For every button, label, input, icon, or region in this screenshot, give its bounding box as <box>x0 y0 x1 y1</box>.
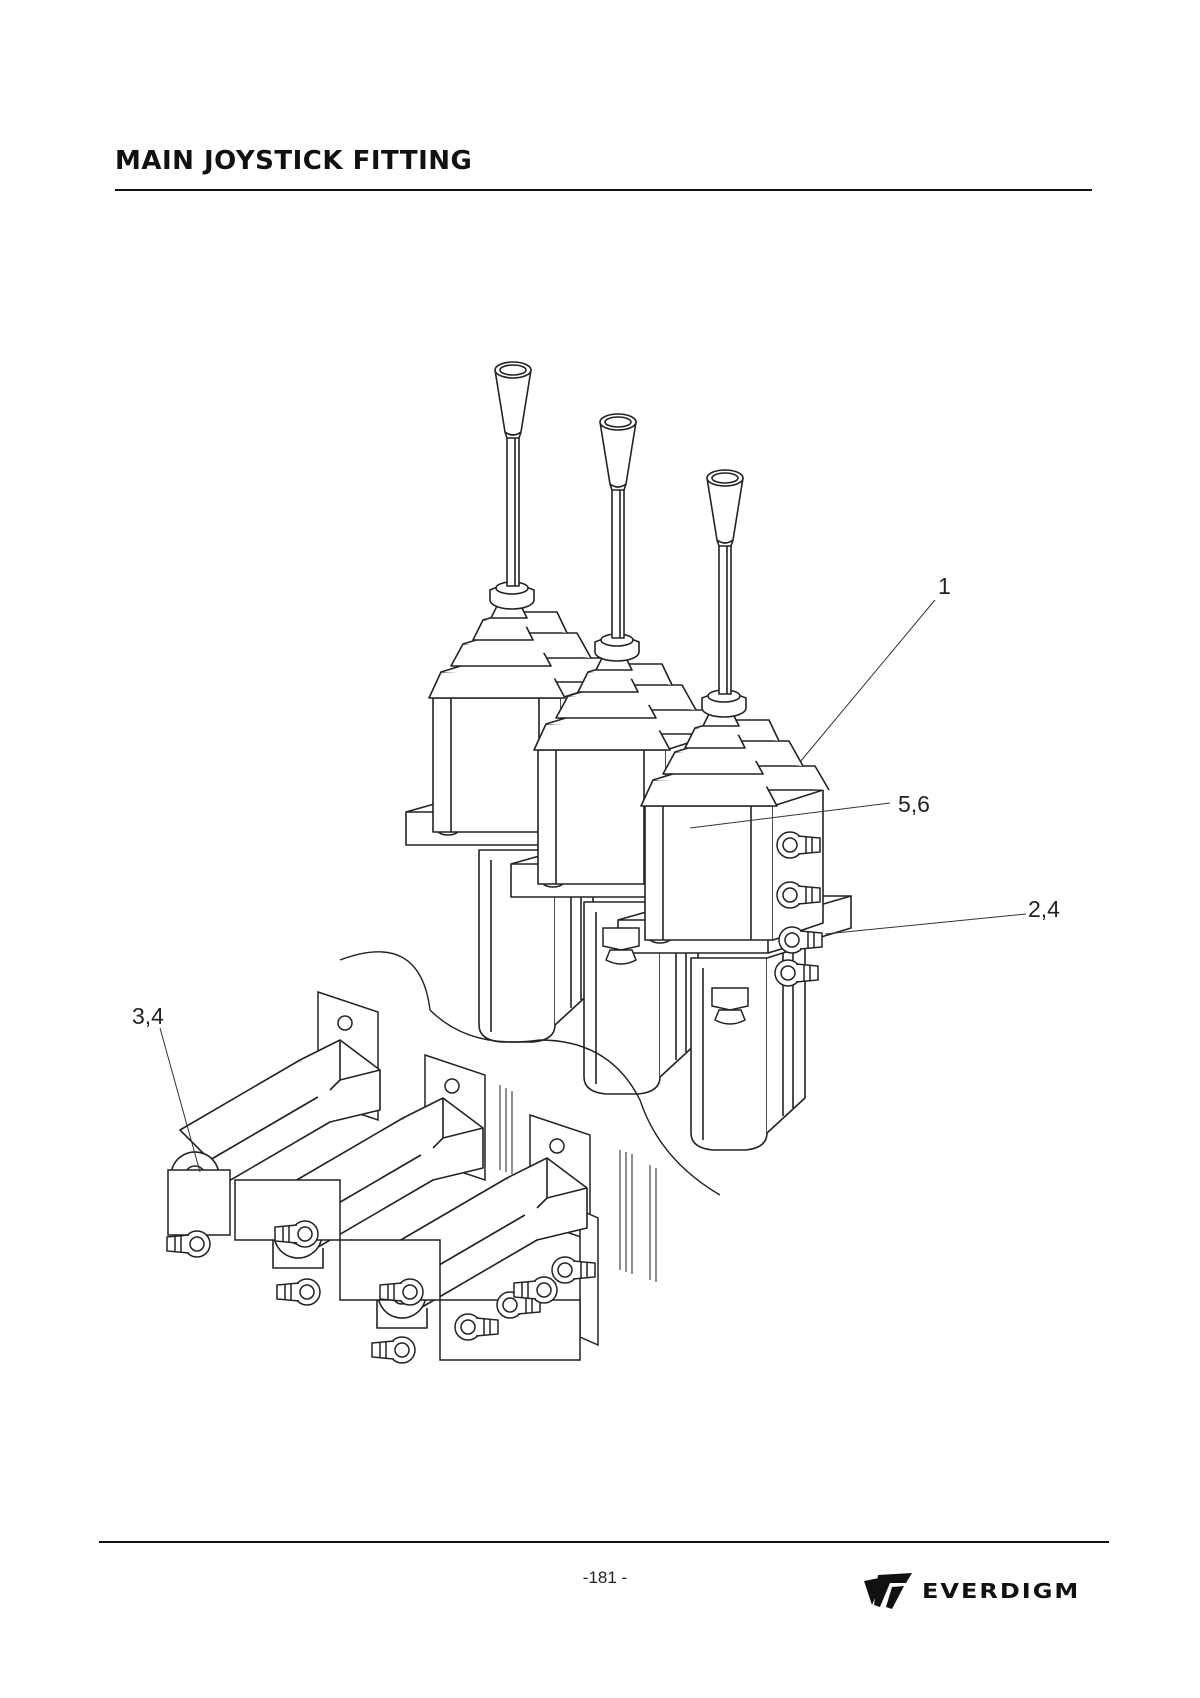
brand-logo: EVERDIGM <box>862 1571 1080 1611</box>
valve-end-fittings <box>602 927 749 1025</box>
leader-lines <box>159 599 1027 1173</box>
valve-block-detail <box>161 951 721 1364</box>
callout-2-4: 2,4 <box>1028 896 1060 922</box>
page-title: MAIN JOYSTICK FITTING <box>115 146 473 176</box>
callout-3-4: 3,4 <box>132 1003 164 1029</box>
brand-name: EVERDIGM <box>922 1579 1081 1603</box>
title-divider <box>115 189 1092 191</box>
callout-5-6: 5,6 <box>898 791 930 817</box>
callout-1: 1 <box>938 573 951 599</box>
everdigm-logo-icon <box>864 1573 912 1609</box>
footer-divider <box>99 1541 1109 1543</box>
page-number: -181 - <box>582 1568 628 1587</box>
